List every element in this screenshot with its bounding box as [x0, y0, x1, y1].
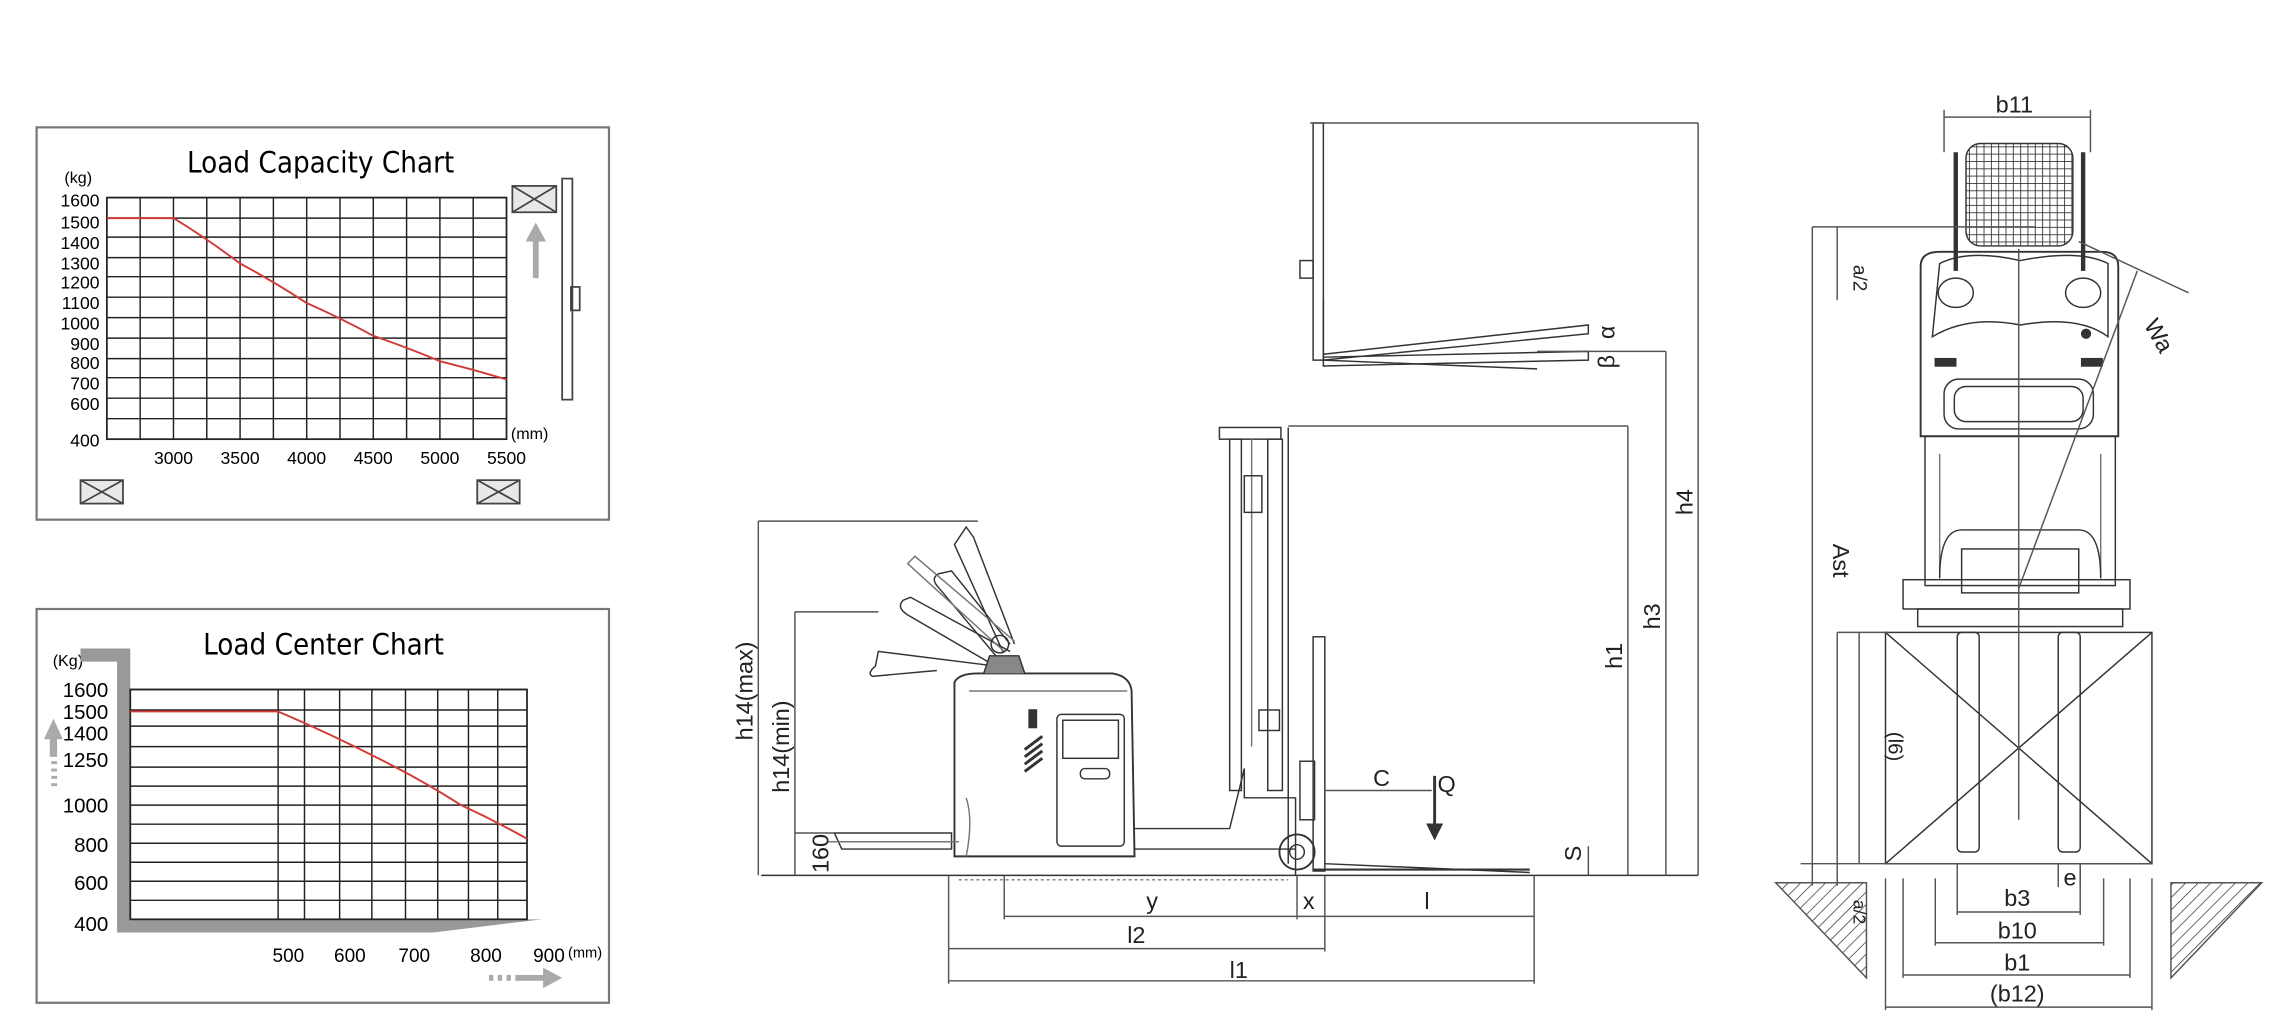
y-tick-label: 1600	[60, 190, 99, 210]
y-tick-label: 1000	[63, 794, 109, 817]
y-tick-label: 1600	[63, 679, 109, 702]
right-arrow-icon	[488, 967, 563, 989]
x-tick-label: 700	[398, 946, 430, 967]
label-beta: β	[1594, 355, 1620, 368]
wall-right	[2170, 881, 2264, 980]
label-h14-max: h14(max)	[731, 642, 757, 741]
y-tick-label: 1400	[60, 233, 99, 253]
load-capacity-title: Load Capacity Chart	[187, 146, 454, 180]
y-tick-label: 1250	[63, 749, 109, 772]
seat-backrest	[1965, 142, 2074, 247]
load-capacity-x-unit: (mm)	[511, 425, 549, 443]
label-wa: Wa	[2139, 314, 2179, 358]
label-a2-bottom: a/2	[1849, 900, 1869, 924]
y-tick-label: 600	[74, 872, 108, 895]
label-b1: b1	[2004, 950, 2030, 976]
x-tick-label: 900	[533, 946, 565, 967]
label-b3: b3	[2004, 885, 2030, 911]
y-tick-label: 1500	[63, 701, 109, 724]
front-view-drawing	[1774, 109, 2264, 1011]
y-tick-label: 400	[70, 430, 100, 450]
load-capacity-y-ticks: 1600150014001300120011001000900800700600…	[60, 190, 99, 450]
label-b10: b10	[1998, 917, 2037, 943]
load-capacity-grid	[105, 196, 508, 441]
y-tick-label: 1500	[60, 212, 99, 232]
y-tick-label: 1200	[60, 272, 99, 292]
label-q: Q	[1438, 771, 1456, 797]
y-tick-label: 900	[70, 334, 100, 354]
x-tick-label: 800	[470, 946, 502, 967]
label-y: y	[1146, 888, 1158, 914]
label-160: 160	[808, 834, 834, 873]
y-tick-label: 700	[70, 373, 100, 393]
label-ast: Ast	[1828, 544, 1854, 578]
label-alpha: α	[1594, 326, 1620, 340]
label-h4: h4	[1671, 489, 1697, 515]
pallet-icon-right	[476, 479, 521, 505]
label-e: e	[2063, 865, 2076, 891]
x-tick-label: 4500	[354, 448, 393, 468]
x-tick-label: 600	[334, 946, 366, 967]
label-h3: h3	[1639, 603, 1665, 629]
label-h1: h1	[1601, 643, 1627, 669]
side-view-labels: h14(max) h14(min) 160 h1 h3 h4 α β C Q S…	[731, 326, 1697, 983]
y-tick-label: 1300	[60, 253, 99, 273]
load-center-frame	[80, 648, 542, 933]
label-b11: b11	[1996, 92, 2033, 118]
x-tick-label: 4000	[287, 448, 326, 468]
load-capacity-y-unit: (kg)	[64, 169, 92, 187]
side-view-drawing	[757, 122, 1699, 984]
front-view-labels: b11 a/2 Wa Ast (l6) a/2 e b3 b10 b1 (b12…	[1828, 92, 2179, 1007]
load-capacity-chart: Load Capacity Chart (kg) 160015001400130…	[35, 126, 611, 521]
label-l: l	[1424, 888, 1429, 914]
y-tick-label: 1000	[60, 313, 99, 333]
pallet-icon-left	[79, 479, 124, 505]
x-tick-label: 3500	[221, 448, 260, 468]
y-tick-label: 400	[74, 913, 108, 936]
label-l6: (l6)	[1883, 732, 1906, 762]
label-s: S	[1560, 846, 1586, 862]
up-arrow-icon	[43, 718, 63, 787]
x-tick-label: 5500	[487, 448, 526, 468]
y-tick-label: 1100	[62, 293, 100, 313]
label-a2-top: a/2	[1848, 265, 1869, 291]
lift-height-icon	[511, 177, 581, 401]
wall-left	[1774, 881, 1868, 980]
load-capacity-curve	[106, 217, 507, 381]
load-center-chart: Load Center Chart (Kg) 16001500140012501…	[35, 607, 611, 1004]
x-tick-label: 3000	[154, 448, 193, 468]
label-l2: l2	[1127, 922, 1145, 948]
load-capacity-x-ticks: 3000 3500 4000 4500 5000 5500	[154, 448, 526, 468]
y-tick-label: 600	[70, 394, 100, 414]
load-center-x-ticks: 500 600 700 800 900	[273, 946, 565, 967]
label-c: C	[1373, 765, 1390, 791]
load-center-y-unit: (Kg)	[53, 652, 83, 670]
label-x: x	[1303, 888, 1315, 914]
label-h14-min: h14(min)	[768, 700, 794, 792]
y-tick-label: 1400	[63, 723, 109, 746]
y-tick-label: 800	[74, 834, 108, 857]
y-tick-label: 800	[70, 353, 100, 373]
load-center-x-unit: (mm)	[568, 945, 602, 961]
x-tick-label: 5000	[420, 448, 459, 468]
label-b12: (b12)	[1990, 980, 2045, 1006]
load-center-curve	[130, 710, 528, 840]
load-center-title: Load Center Chart	[203, 627, 444, 661]
label-l1: l1	[1230, 957, 1248, 983]
x-tick-label: 500	[273, 946, 305, 967]
